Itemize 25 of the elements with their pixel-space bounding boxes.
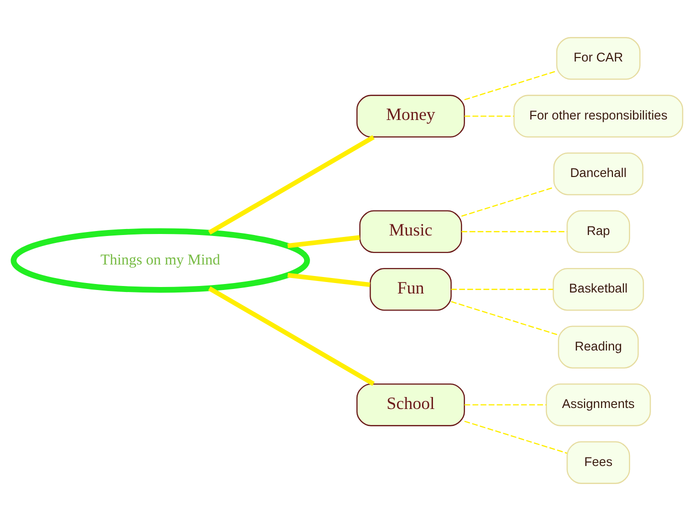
connector [287, 234, 360, 248]
node-box: Reading [558, 325, 639, 368]
connector [464, 70, 557, 100]
node-box: For other responsibilities [513, 94, 684, 138]
connector [461, 186, 554, 216]
connector [464, 420, 568, 454]
connector [208, 286, 375, 386]
node-box: Dancehall [553, 152, 644, 195]
node-box: Fun [370, 268, 452, 310]
node-ellipse: Things on my Mind [10, 228, 310, 292]
connector [462, 230, 568, 232]
connector [464, 404, 546, 405]
connector [208, 134, 375, 234]
connector [450, 300, 558, 336]
connector [464, 115, 514, 116]
node-box: Basketball [552, 268, 644, 310]
node-box: For CAR [556, 36, 640, 80]
node-box: Assignments [546, 382, 651, 426]
node-box: School [356, 382, 465, 426]
connector [451, 288, 554, 290]
node-box: Music [359, 210, 462, 252]
node-box: Rap [566, 210, 630, 252]
node-box: Money [356, 94, 465, 138]
node-box: Fees [566, 440, 630, 484]
connector [287, 272, 370, 287]
